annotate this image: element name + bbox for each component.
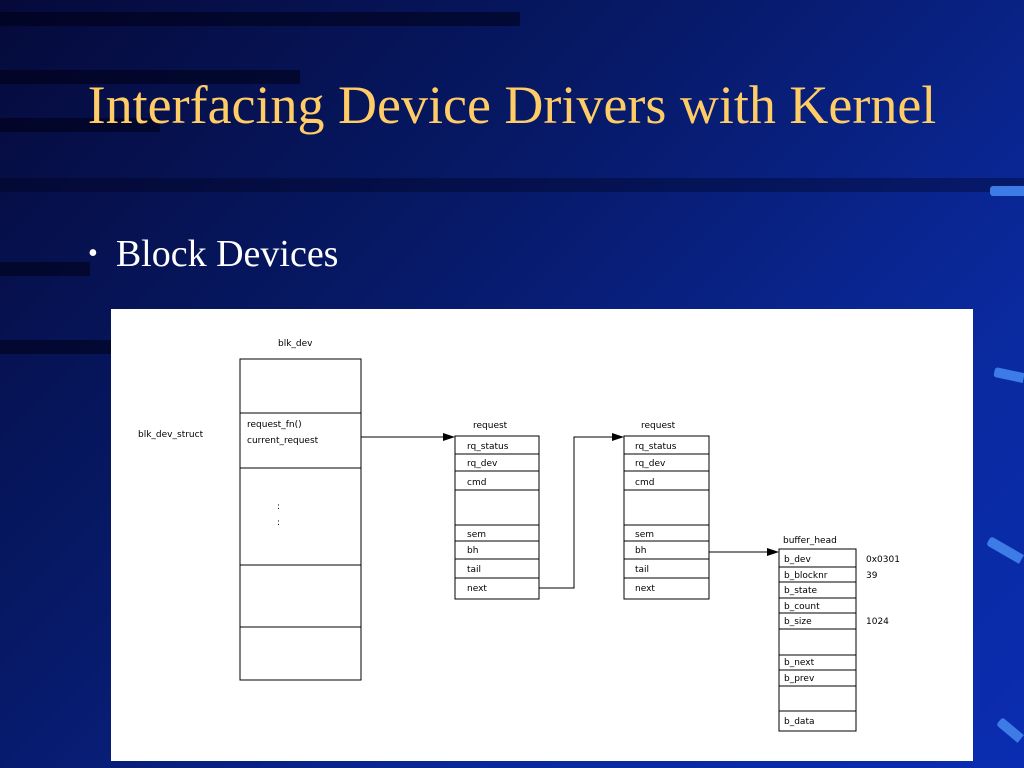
slide-title: Interfacing Device Drivers with Kernel (87, 75, 937, 135)
blk-dev-box (239, 358, 362, 681)
buffer-head-header: buffer_head (783, 536, 837, 546)
arrow-to-request2 (539, 433, 624, 589)
blk-dev-header: blk_dev (278, 339, 313, 349)
request2-header: request (641, 421, 676, 431)
buffer-head-field: b_next (784, 658, 815, 668)
background-stripe (0, 340, 112, 354)
bullet-dot-icon: • (88, 238, 98, 269)
bullet-text: Block Devices (115, 233, 339, 275)
buffer-head-field: b_size (784, 617, 812, 627)
request1-field: cmd (467, 478, 486, 488)
block-device-diagram: blk_dev blk_dev_struct request_fn() curr… (138, 339, 900, 732)
request2-field: rq_dev (635, 459, 666, 469)
ellipsis-mark: : (277, 502, 280, 512)
request1-box (454, 435, 540, 600)
edge-accent (990, 186, 1024, 196)
request1-field: bh (467, 546, 478, 556)
edge-accent (986, 536, 1024, 564)
request1-field: next (467, 584, 487, 594)
buffer-head-field: b_blocknr (784, 571, 828, 581)
request1-field: tail (467, 565, 481, 575)
blk-dev-field: request_fn() (247, 420, 302, 430)
buffer-head-field: b_count (784, 602, 820, 612)
background-stripe (0, 70, 300, 84)
request2-field: rq_status (635, 442, 677, 452)
diagram-panel: blk_dev blk_dev_struct request_fn() curr… (111, 309, 973, 761)
request2-field: cmd (635, 478, 654, 488)
bullet-item: • Block Devices (88, 232, 338, 276)
blk-dev-struct-label: blk_dev_struct (138, 430, 204, 440)
background-stripe (0, 178, 1024, 192)
request1-header: request (473, 421, 508, 431)
ellipsis-mark: : (277, 518, 280, 528)
b-size-value: 1024 (866, 617, 889, 627)
buffer-head-field: b_prev (784, 674, 815, 684)
request2-field: tail (635, 565, 649, 575)
edge-accent (996, 717, 1024, 743)
blk-dev-field: current_request (247, 436, 319, 446)
request2-field: sem (635, 530, 654, 540)
edge-accent (993, 366, 1024, 384)
request1-field: sem (467, 530, 486, 540)
buffer-head-box (778, 548, 857, 732)
request2-field: next (635, 584, 655, 594)
request1-field: rq_status (467, 442, 509, 452)
request2-box (623, 435, 710, 600)
b-blocknr-value: 39 (866, 571, 878, 581)
request2-field: bh (635, 546, 646, 556)
background-stripe (0, 118, 160, 132)
background-stripe (0, 262, 90, 276)
b-dev-value: 0x0301 (866, 555, 900, 565)
buffer-head-field: b_state (784, 586, 817, 596)
background-stripe (0, 12, 520, 26)
buffer-head-field: b_dev (784, 555, 811, 565)
buffer-head-field: b_data (784, 717, 815, 727)
request1-field: rq_dev (467, 459, 498, 469)
